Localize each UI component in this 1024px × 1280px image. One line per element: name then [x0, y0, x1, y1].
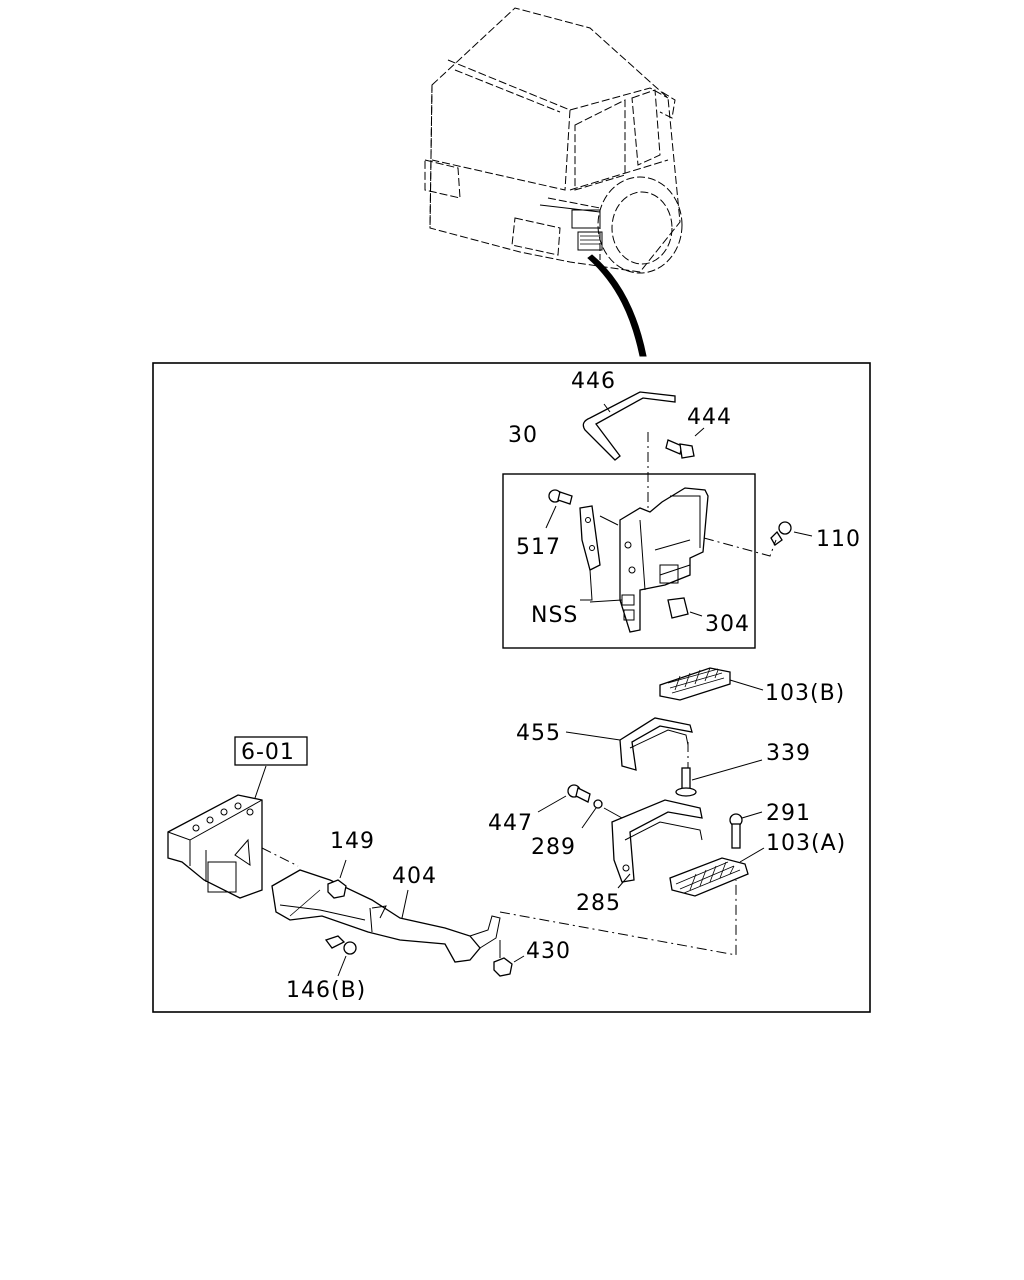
assembly-30-bracket — [619, 487, 709, 633]
callout-30: 30 — [508, 423, 538, 448]
assembly-30-frame — [502, 473, 756, 649]
part-444-bolt — [665, 439, 695, 459]
part-289-washer — [593, 799, 603, 809]
part-304-clip — [667, 597, 689, 619]
callout-nss: NSS — [531, 603, 578, 628]
detail-frame — [152, 362, 871, 1013]
part-517-bolt — [548, 489, 573, 505]
callout-404: 404 — [392, 864, 437, 889]
callout-103a: 103(A) — [766, 831, 846, 856]
part-446-handle-rod — [582, 391, 676, 461]
callout-517: 517 — [516, 535, 561, 560]
part-110-bolt — [770, 521, 792, 546]
callout-430: 430 — [526, 939, 571, 964]
label-601-frame — [234, 736, 308, 766]
part-103b-step-pad — [659, 667, 731, 701]
part-103a-step-pad — [669, 857, 749, 897]
callout-446: 446 — [571, 369, 616, 394]
part-601-bracket — [167, 794, 263, 899]
callout-601: 6-01 — [241, 740, 295, 765]
callout-339: 339 — [766, 741, 811, 766]
truck-cab-overview — [424, 7, 683, 274]
callout-291: 291 — [766, 801, 811, 826]
callout-304: 304 — [705, 612, 750, 637]
part-455-bracket — [619, 717, 693, 771]
part-146b-bolt — [324, 935, 357, 955]
part-149-nut — [327, 879, 347, 899]
part-291-bolt — [729, 813, 743, 849]
nss-strap — [579, 505, 601, 571]
callout-455: 455 — [516, 721, 561, 746]
callout-444: 444 — [687, 405, 732, 430]
detail-pointer-arrow — [587, 254, 647, 357]
callout-110: 110 — [816, 527, 861, 552]
callout-146b: 146(B) — [286, 978, 366, 1003]
callout-289: 289 — [531, 835, 576, 860]
part-339-stud — [675, 767, 697, 797]
part-285-bracket — [611, 799, 703, 883]
part-447-bolt — [567, 784, 591, 803]
callout-285: 285 — [576, 891, 621, 916]
callout-149: 149 — [330, 829, 375, 854]
part-430-nut — [493, 957, 513, 977]
callout-447: 447 — [488, 811, 533, 836]
callout-103b: 103(B) — [765, 681, 845, 706]
part-404-step-support — [271, 869, 501, 963]
